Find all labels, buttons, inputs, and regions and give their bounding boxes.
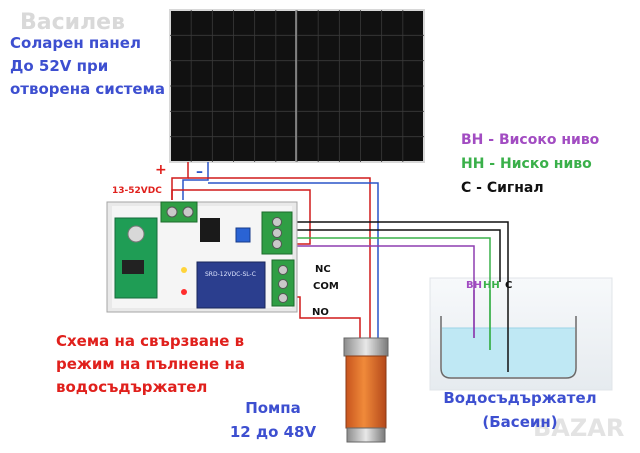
scheme-caption-line-1: Схема на свързване в [56, 332, 245, 350]
scheme-caption-line-2: режим на пълнене на [56, 355, 245, 373]
scheme-caption-line-3: водосъдържател [56, 378, 208, 396]
legend-c: С - Сигнал [461, 180, 544, 196]
sensor-nh-label: НН [483, 280, 500, 291]
scheme-caption: Схема на свързване в режим на пълнене на… [56, 330, 245, 399]
pump-caption-line-1: Помпа [245, 399, 301, 417]
solar-panel [169, 9, 425, 163]
voltage-label: 13-52VDC [112, 186, 162, 196]
pump-caption-line-2: 12 до 48V [229, 423, 317, 441]
relay-marking: SRD-12VDC-SL-C [205, 271, 256, 278]
solar-caption-line-1: Соларен панел [10, 34, 141, 52]
solar-panel-caption: Соларен панел До 52V при отворена систем… [10, 32, 165, 101]
watermark-top: Василев [20, 10, 126, 35]
com-label: COM [313, 281, 339, 292]
solar-caption-line-3: отворена система [10, 80, 165, 98]
legend: ВН - Високо ниво НН - Ниско ниво С - Сиг… [461, 128, 599, 200]
pump [343, 337, 389, 443]
nc-label: NC [315, 264, 331, 275]
sensor-vh-label: ВН [466, 280, 482, 291]
legend-vh: ВН - Високо ниво [461, 132, 600, 148]
tank-caption-line-2: (Басеин) [482, 413, 558, 431]
watermark-bottom: BAZAR [533, 414, 625, 442]
minus-sign: – [196, 164, 203, 180]
pump-caption: Помпа 12 до 48V [228, 396, 318, 444]
legend-nh: НН - Ниско ниво [461, 156, 592, 172]
relay-module: SRD-12VDC-SL-C [106, 201, 298, 313]
tank-caption-line-1: Водосъдържател [443, 389, 597, 407]
plus-sign: + [155, 162, 167, 178]
sensor-c-label: С [505, 280, 512, 291]
no-label: NO [312, 307, 329, 318]
solar-caption-line-2: До 52V при [10, 57, 109, 75]
water-tank [429, 277, 613, 391]
wires [171, 162, 509, 372]
tank-caption: Водосъдържател (Басеин) [440, 386, 600, 434]
